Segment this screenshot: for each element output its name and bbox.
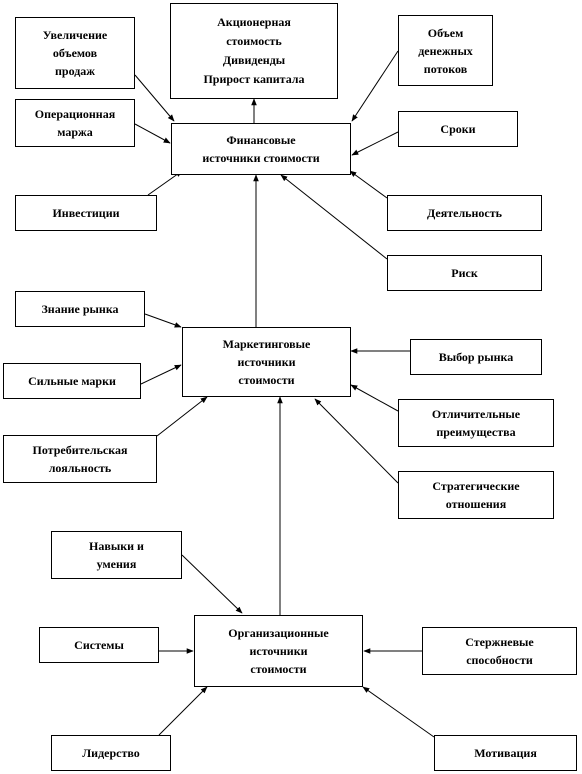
systems-label: Системы [74, 638, 124, 652]
outcome-line-3: Дивиденды [222, 53, 286, 67]
arrow-competitive-advantages [350, 384, 399, 412]
arrow-motivation [362, 686, 435, 738]
organizational-sources-title: Организационные источники стоимости [228, 626, 329, 676]
marketing-sources-box: Маркетинговые источники стоимости [182, 327, 351, 397]
arrow-risk [280, 174, 388, 260]
consumer-loyalty-box: Потребительская лояльность [3, 435, 157, 483]
arrow-consumer-loyalty [156, 396, 208, 437]
arrow-skills [181, 554, 243, 614]
investments-label: Инвестиции [52, 206, 120, 220]
market-knowledge-box: Знание рынка [15, 291, 145, 327]
motivation-box: Мотивация [434, 735, 577, 771]
sales-growth-box: Увеличение объемов продаж [15, 17, 135, 89]
market-knowledge-label: Знание рынка [41, 302, 119, 316]
operating-margin-box: Операционная маржа [15, 99, 135, 147]
sales-growth-label: Увеличение объемов продаж [42, 28, 108, 78]
strong-brands-label: Сильные марки [28, 374, 116, 388]
operating-margin-label: Операционная маржа [34, 107, 116, 139]
strategic-relations-box: Стратегические отношения [398, 471, 554, 519]
systems-box: Системы [39, 627, 159, 663]
risk-label: Риск [451, 266, 478, 280]
skills-box: Навыки и умения [51, 531, 182, 579]
consumer-loyalty-label: Потребительская лояльность [32, 443, 128, 475]
terms-label: Сроки [440, 122, 476, 136]
cash-flow-box: Объем денежных потоков [398, 15, 493, 86]
outcome-line-2: стоимость [226, 34, 282, 48]
arrow-leadership [158, 686, 208, 736]
competitive-advantages-box: Отличительные преимущества [398, 399, 554, 447]
skills-label: Навыки и умения [89, 539, 144, 571]
motivation-label: Мотивация [474, 746, 537, 760]
arrow-sales-growth [134, 74, 175, 122]
market-choice-box: Выбор рынка [410, 339, 542, 375]
competitive-advantages-label: Отличительные преимущества [431, 407, 521, 439]
risk-box: Риск [387, 255, 542, 291]
market-choice-label: Выбор рынка [438, 350, 514, 364]
arrow-strong-brands [140, 364, 182, 385]
arrow-terms [351, 131, 399, 156]
investments-box: Инвестиции [15, 195, 157, 231]
leadership-label: Лидерство [82, 746, 140, 760]
marketing-sources-title: Маркетинговые источники стоимости [222, 337, 311, 387]
outcome-line-4: Прирост капитала [203, 72, 305, 86]
durability-box: Деятельность [387, 195, 542, 231]
durability-label: Деятельность [427, 206, 502, 220]
terms-box: Сроки [398, 111, 518, 147]
shareholder-value-box: Акционерная стоимость Дивиденды Прирост … [170, 3, 338, 99]
leadership-box: Лидерство [51, 735, 171, 771]
arrow-operating-margin [134, 123, 171, 144]
arrow-strategic-relations [314, 398, 399, 484]
organizational-sources-box: Организационные источники стоимости [194, 615, 363, 687]
arrow-market-knowledge [144, 313, 182, 328]
core-competencies-label: Стержневые способности [465, 635, 534, 667]
strategic-relations-label: Стратегические отношения [432, 479, 520, 511]
cash-flow-label: Объем денежных потоков [418, 25, 473, 76]
financial-sources-title: Финансовые источники стоимости [202, 133, 320, 165]
strong-brands-box: Сильные марки [3, 363, 141, 399]
arrow-durability [349, 170, 388, 199]
core-competencies-box: Стержневые способности [422, 627, 577, 675]
outcome-line-1: Акционерная [217, 15, 291, 29]
financial-sources-box: Финансовые источники стоимости [171, 123, 351, 175]
arrow-cash-flow [351, 50, 399, 122]
